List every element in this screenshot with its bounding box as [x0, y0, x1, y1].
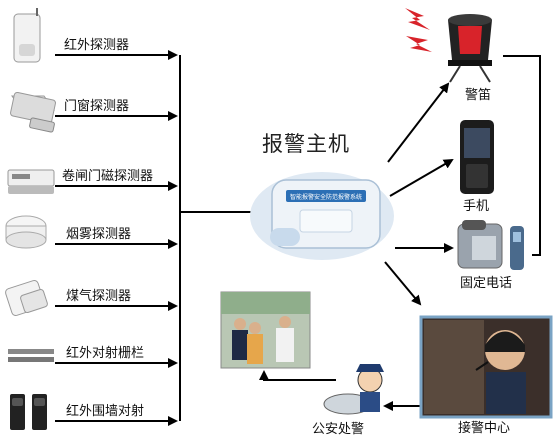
detector-label-5: 煤气探测器: [66, 289, 132, 304]
arrow-police-to-scene: [259, 370, 336, 381]
mobile-phone-icon: [460, 120, 494, 194]
police-label: 公安处警: [312, 422, 365, 437]
siren-label: 警笛: [465, 88, 492, 103]
landline-label: 固定电话: [460, 276, 513, 291]
mobile-label: 手机: [463, 199, 490, 214]
alarm-center-photo: [419, 315, 553, 419]
siren-icon: [405, 8, 492, 83]
detector-label-7: 红外围墙对射: [66, 404, 145, 419]
detector-label-1: 红外探测器: [64, 38, 130, 53]
landline-phone-icon: [457, 220, 524, 270]
arrow-to-siren: [387, 82, 450, 163]
detector-arrows: [55, 50, 264, 426]
pir-sensor-icon: [13, 8, 41, 63]
police-officer-icon: [323, 364, 384, 415]
police-scene-photo: [220, 291, 311, 369]
detector-label-6: 红外对射栅栏: [66, 346, 145, 361]
detector-label-3: 卷闸门磁探测器: [62, 169, 154, 184]
alarm-host-title: 报警主机: [262, 132, 350, 156]
detector-label-2: 门窗探测器: [64, 99, 130, 114]
door-window-sensor-icon: [10, 91, 56, 133]
rolling-door-magnet-icon: [7, 169, 55, 194]
infrared-fence-icon: [8, 349, 54, 362]
host-panel-text: 智能报警安全防范报警系统: [290, 193, 362, 201]
infrared-wall-beam-icon: [10, 394, 47, 430]
arrow-to-center: [384, 261, 422, 306]
detector-label-4: 烟雾探测器: [66, 227, 132, 242]
arrow-to-mobile: [389, 158, 454, 197]
gas-detector-icon: [5, 279, 48, 317]
alarm-host-icon: 智能报警安全防范报警系统: [250, 172, 394, 260]
output-arrows: [259, 55, 541, 411]
smoke-detector-icon: [5, 215, 47, 249]
line-siren-to-phone: [503, 55, 541, 256]
center-label: 接警中心: [458, 421, 511, 436]
